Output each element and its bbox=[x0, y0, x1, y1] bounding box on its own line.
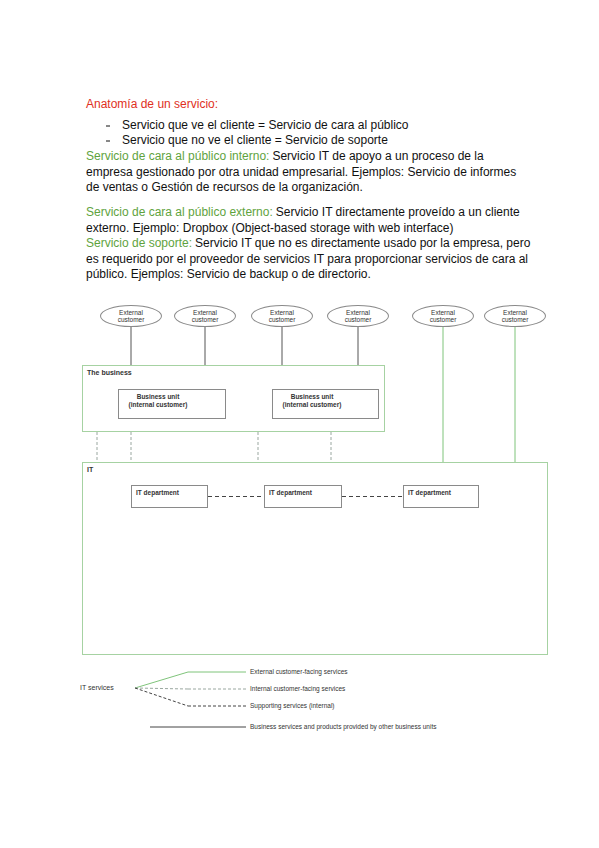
legend-label: Internal customer-facing services bbox=[250, 685, 345, 692]
legend-label: Business services and products provided … bbox=[250, 723, 436, 730]
legend-sample bbox=[150, 727, 246, 728]
legend-entry: Internal customer-facing services bbox=[250, 685, 345, 693]
service-connector bbox=[331, 432, 332, 462]
service-connector bbox=[515, 327, 516, 462]
definition-paragraph: Servicio de cara al público interno:Serv… bbox=[86, 149, 531, 196]
legend-samples bbox=[150, 672, 246, 727]
legend-sample bbox=[188, 689, 246, 690]
service-connector bbox=[443, 327, 444, 462]
node-text: External customer bbox=[497, 309, 533, 324]
unit-box: Business unit (internal customer) bbox=[118, 389, 226, 419]
legend-label: External customer-facing services bbox=[250, 668, 348, 675]
section-title: Anatomía de un servicio: bbox=[86, 97, 526, 113]
term-heading: Servicio de soporte: bbox=[86, 236, 192, 250]
customer-oval: External customer bbox=[251, 305, 313, 327]
node-text: External customer bbox=[264, 309, 300, 324]
legend-sample bbox=[188, 672, 246, 673]
legend-heading: IT services bbox=[80, 684, 114, 692]
service-connector bbox=[358, 327, 359, 365]
service-connector bbox=[131, 432, 132, 462]
node-text: IT bbox=[87, 466, 93, 473]
service-connector bbox=[258, 432, 259, 462]
definition-paragraph: Servicio de soporte:Servicio IT que no e… bbox=[86, 236, 531, 283]
node-text: The business bbox=[87, 369, 132, 376]
legend-bracket bbox=[135, 672, 188, 706]
legend-sample bbox=[188, 706, 246, 707]
bullet-dashes bbox=[106, 126, 110, 141]
bullet-item: Servicio que no ve el cliente = Servicio… bbox=[122, 133, 542, 149]
customer-oval: External customer bbox=[100, 305, 162, 327]
customer-oval: External customer bbox=[412, 305, 474, 327]
node-text: External customer bbox=[113, 309, 149, 324]
term-heading: Servicio de cara al público interno: bbox=[86, 149, 269, 163]
legend-entry: Supporting services (internal) bbox=[250, 702, 335, 710]
group-band: The businessBusiness unit (internal cust… bbox=[82, 365, 385, 432]
unit-box: IT department bbox=[403, 485, 479, 508]
node-text: Business unit (internal customer) bbox=[123, 393, 193, 408]
term-heading: Servicio de cara al público externo: bbox=[86, 205, 273, 219]
unit-box: IT department bbox=[264, 485, 342, 508]
service-connector bbox=[131, 327, 132, 365]
node-text: IT department bbox=[269, 489, 312, 497]
customer-oval: External customer bbox=[174, 305, 236, 327]
legend-entry: Business services and products provided … bbox=[250, 723, 436, 731]
unit-box: IT department bbox=[131, 485, 208, 508]
service-connector bbox=[282, 327, 283, 365]
node-text: External customer bbox=[340, 309, 376, 324]
node-text: IT department bbox=[408, 489, 451, 497]
service-connector bbox=[342, 496, 403, 497]
group-band: IT IT department IT department IT departmen… bbox=[82, 462, 548, 655]
legend-label: Supporting services (internal) bbox=[250, 702, 335, 709]
legend-entry: External customer-facing services bbox=[250, 668, 348, 676]
node-text: IT department bbox=[136, 489, 179, 497]
bullet-item: Servicio que ve el cliente = Servicio de… bbox=[122, 118, 542, 134]
customer-oval: External customer bbox=[327, 305, 389, 327]
service-connector bbox=[205, 327, 206, 365]
node-text: External customer bbox=[425, 309, 461, 324]
definition-paragraph: Servicio de cara al público externo:Serv… bbox=[86, 205, 531, 236]
customer-oval: External customer bbox=[484, 305, 546, 327]
node-text: Business unit (internal customer) bbox=[277, 393, 347, 408]
node-text: External customer bbox=[187, 309, 223, 324]
unit-box: Business unit (internal customer) bbox=[272, 389, 379, 419]
service-connector bbox=[97, 432, 98, 462]
